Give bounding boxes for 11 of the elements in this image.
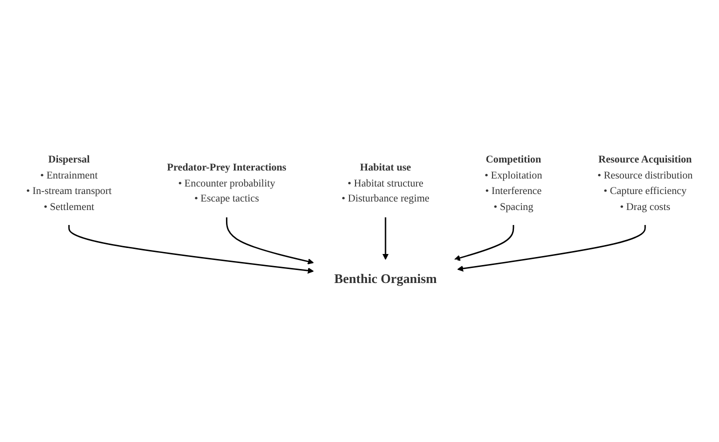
arrow xyxy=(68,224,314,274)
node-text: Resource Acquisition • Resource distribution • Capture efficiency • Drag costs xyxy=(598,154,693,212)
node-text: Dispersal • Entrainment • In-stream transport • Settlement xyxy=(26,154,112,212)
arrow xyxy=(382,217,389,260)
node-text: Competition • Exploitation • Interference • Spacing xyxy=(484,154,542,212)
arrow xyxy=(454,224,514,261)
arrow xyxy=(226,217,314,264)
node-text: Habitat use • Habitat structure • Disturbance regime xyxy=(342,162,430,204)
arrow xyxy=(457,224,646,272)
node-text: Predator-Prey Interactions • Encounter probability • Escape tactics xyxy=(167,162,286,204)
node-text: Benthic Organism xyxy=(334,272,437,287)
